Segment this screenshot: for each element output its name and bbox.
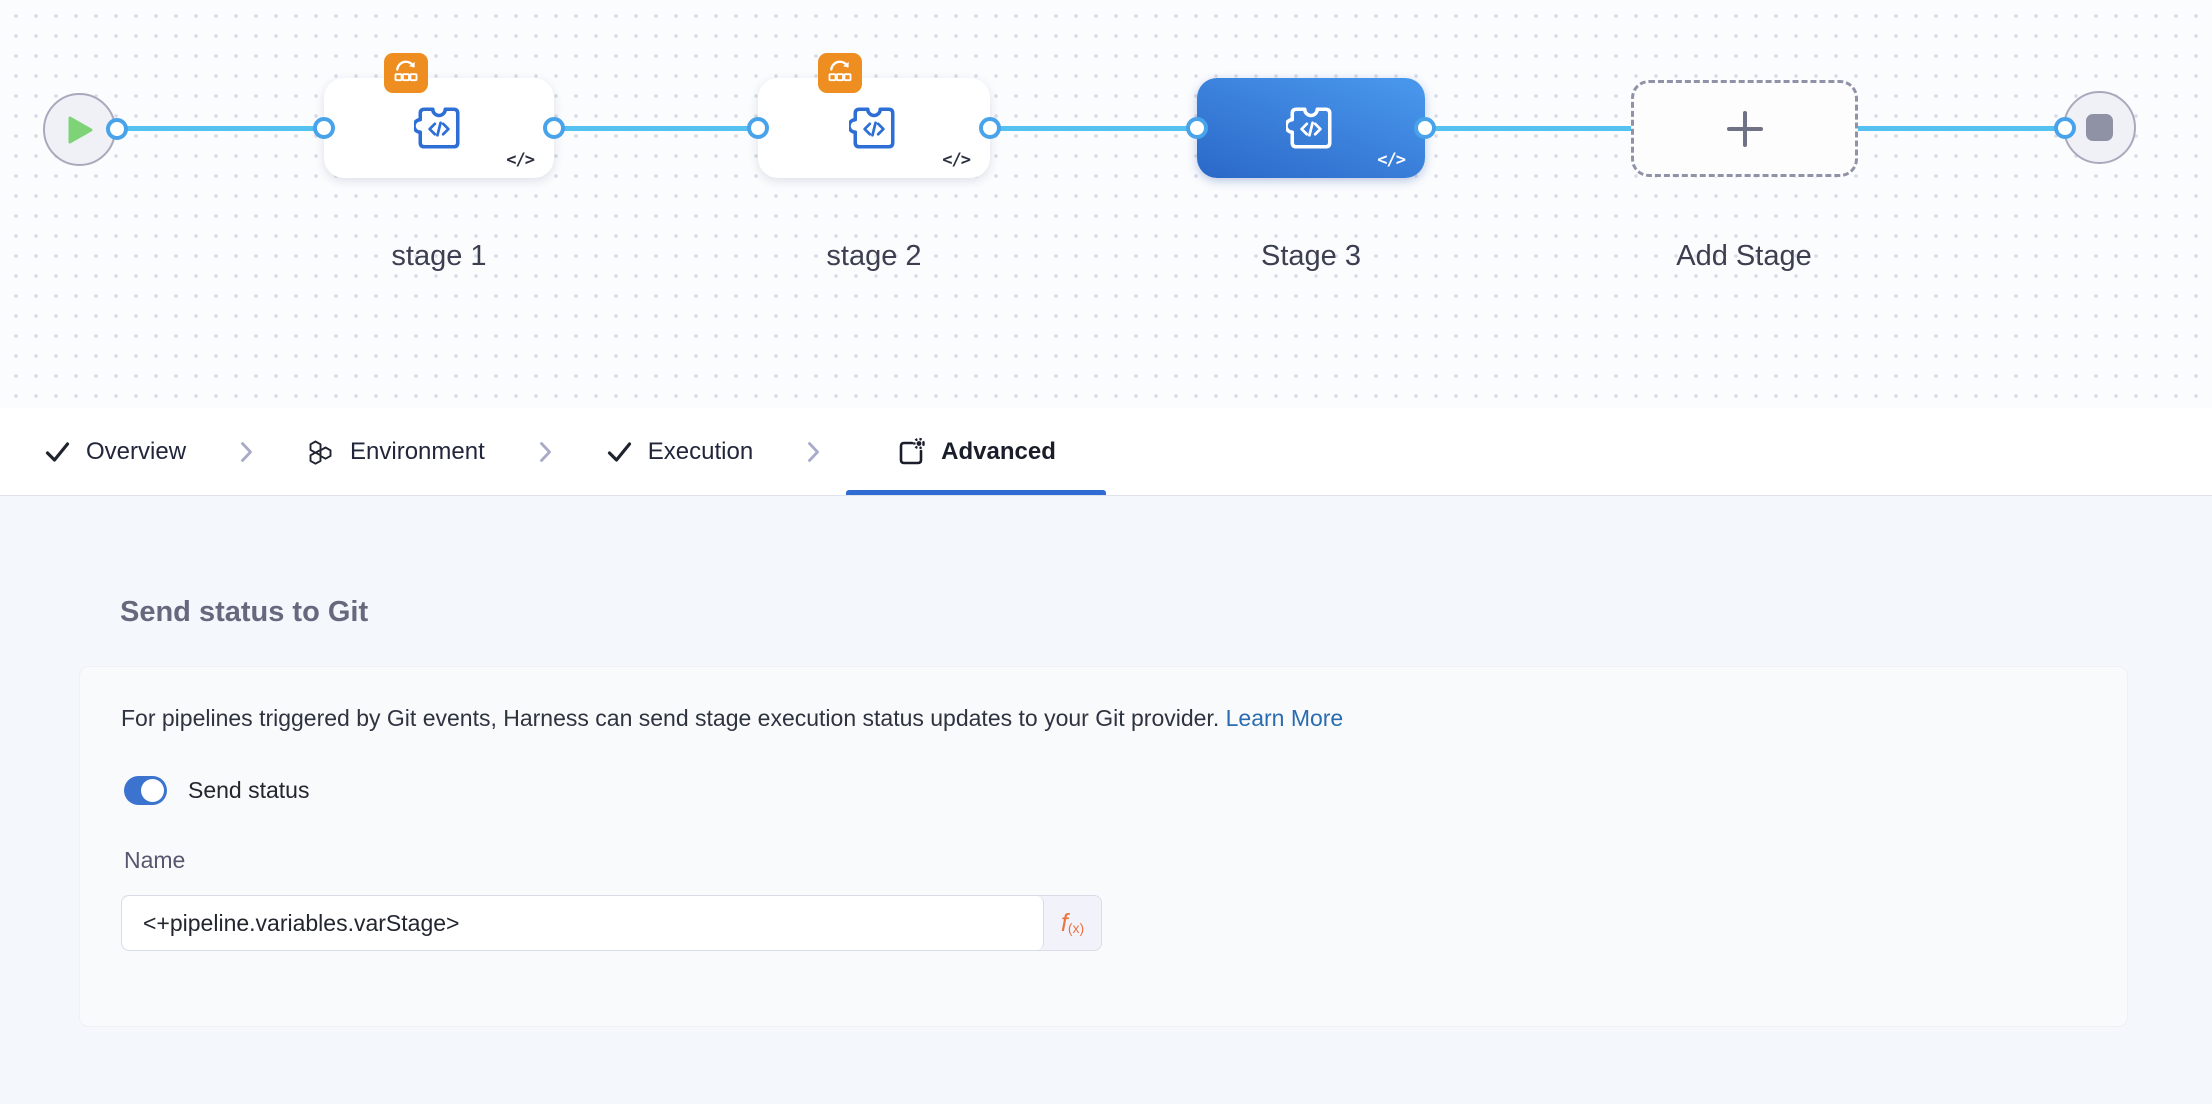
stage-card-stage-3-selected[interactable]: </> <box>1186 78 1436 178</box>
custom-stage-puzzle-icon <box>1286 107 1332 149</box>
send-status-to-git-panel: For pipelines triggered by Git events, H… <box>79 666 2128 1027</box>
tab-label: Execution <box>647 437 754 465</box>
tab-overview[interactable]: Overview <box>16 408 214 495</box>
toggle-label: Send status <box>188 777 310 803</box>
pipeline-end-node <box>2063 91 2136 164</box>
stage-2-label: stage 2 <box>826 240 922 272</box>
plus-icon <box>1726 110 1763 147</box>
check-icon <box>607 441 631 462</box>
custom-stage-puzzle-icon <box>414 107 460 149</box>
deploy-stage-badge-icon <box>384 53 428 93</box>
yaml-code-glyph: </> <box>506 150 535 170</box>
stage-3-in-port[interactable] <box>1186 117 1208 139</box>
section-heading: Send status to Git <box>120 596 369 628</box>
add-stage-label: Add Stage <box>1676 240 1812 272</box>
chevron-right-icon <box>513 408 578 495</box>
stage-card-stage-1[interactable]: </> <box>313 53 565 178</box>
stop-icon <box>2086 114 2113 141</box>
add-stage-button[interactable] <box>1631 80 1858 177</box>
name-input-group: f (x) <box>121 895 1102 951</box>
stage-1-in-port[interactable] <box>313 117 335 139</box>
name-field-label: Name <box>124 847 186 873</box>
send-status-toggle[interactable] <box>124 776 167 805</box>
panel-description: For pipelines triggered by Git events, H… <box>121 705 1343 732</box>
fx-label-f: f <box>1060 908 1068 937</box>
stage-3-label: Stage 3 <box>1261 240 1361 272</box>
expression-fx-button[interactable]: f (x) <box>1044 896 1101 950</box>
stage-2-out-port[interactable] <box>979 117 1001 139</box>
toggle-knob <box>141 779 164 802</box>
chevron-right-icon <box>781 408 846 495</box>
tab-label: Overview <box>86 437 187 465</box>
tab-execution[interactable]: Execution <box>578 408 781 495</box>
active-tab-underline <box>846 490 1106 495</box>
name-input[interactable] <box>122 896 1044 950</box>
play-icon <box>68 116 92 143</box>
stage-tabbar: Overview Environment Execution <box>0 408 2212 496</box>
start-node-out-port[interactable] <box>106 118 128 140</box>
end-node-in-port[interactable] <box>2054 117 2076 139</box>
custom-stage-puzzle-icon <box>849 107 895 149</box>
pipeline-start-node <box>43 93 116 166</box>
learn-more-link[interactable]: Learn More <box>1225 705 1344 731</box>
stage-1-out-port[interactable] <box>543 117 565 139</box>
yaml-code-glyph: </> <box>942 150 971 170</box>
stage-card-stage-2[interactable]: </> <box>747 53 1001 178</box>
stage-3-out-port[interactable] <box>1414 117 1436 139</box>
advanced-tab-content: Send status to Git For pipelines trigger… <box>0 496 2212 1104</box>
yaml-code-glyph: </> <box>1377 150 1406 170</box>
tab-environment[interactable]: Environment <box>279 408 513 495</box>
pipeline-canvas: </> stage 1 </> <box>0 0 2212 408</box>
environment-icon <box>309 440 332 465</box>
chevron-right-icon <box>214 408 279 495</box>
check-icon <box>45 441 70 462</box>
stage-1-label: stage 1 <box>391 240 487 272</box>
advanced-gear-icon <box>899 437 925 464</box>
tab-label: Environment <box>350 437 485 465</box>
tab-advanced[interactable]: Advanced <box>846 408 1106 495</box>
send-status-toggle-row: Send status <box>124 776 309 805</box>
deploy-stage-badge-icon <box>818 53 862 93</box>
stage-2-in-port[interactable] <box>747 117 769 139</box>
pipeline-connector-line <box>80 126 2066 131</box>
fx-label-sub: (x) <box>1067 920 1085 936</box>
description-text: For pipelines triggered by Git events, H… <box>121 705 1220 731</box>
tab-label: Advanced <box>941 437 1056 465</box>
